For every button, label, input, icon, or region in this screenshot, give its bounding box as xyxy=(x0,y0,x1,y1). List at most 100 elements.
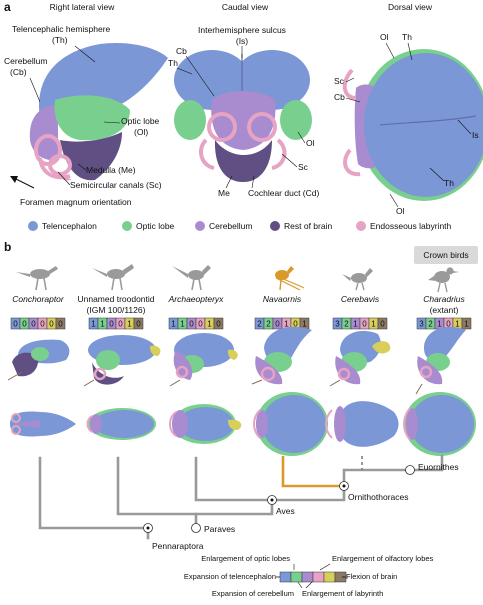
key-cell xyxy=(301,571,314,583)
clade-aves: Aves xyxy=(276,506,295,516)
dor-is: Is xyxy=(472,130,479,140)
legend-swatch-telencephalon xyxy=(28,221,38,231)
code-value: 2 xyxy=(266,320,271,329)
fm-arrow xyxy=(13,177,35,189)
title-caudal: Caudal view xyxy=(222,2,269,12)
code-value: 2 xyxy=(257,320,262,329)
taxon-name-charadrius: Charadrius xyxy=(423,294,465,304)
code-value: 0 xyxy=(118,320,123,329)
code-value: 0 xyxy=(380,320,385,329)
cau-me-label: Me xyxy=(218,188,230,198)
clade-paraves: Paraves xyxy=(204,524,235,534)
code-cell xyxy=(213,317,224,330)
lat-sc-label: Semicircular canals (Sc) xyxy=(70,180,162,190)
code-value: 3 xyxy=(335,320,340,329)
cau-is-label: Interhemisphere sulcus xyxy=(198,25,286,35)
code-value: 0 xyxy=(13,320,18,329)
silhouette-archaeopteryx xyxy=(172,265,211,291)
code-value: 1 xyxy=(171,320,176,329)
code-value: 0 xyxy=(216,320,221,329)
dor-ol-bottom: Ol xyxy=(396,206,405,216)
key-telen: Expansion of telencephalon xyxy=(184,572,276,581)
code-value: 0 xyxy=(40,320,45,329)
row-lateral-conchoraptor xyxy=(7,339,70,381)
legend-label-optic-lobe: Optic lobe xyxy=(136,221,175,231)
code-value: 0 xyxy=(189,320,194,329)
row-lateral-charadrius xyxy=(415,326,466,395)
row-lateral-cerebavis xyxy=(329,330,391,387)
row-lateral-troodontid xyxy=(83,335,161,387)
lat-fm-label: Foramen magnum orientation xyxy=(20,197,132,207)
row-dorsal-navaornis xyxy=(253,392,328,456)
dorsal-brain xyxy=(342,49,483,201)
code-value: 0 xyxy=(362,320,367,329)
clade-ornithothoraces: Ornithothoraces xyxy=(348,492,408,502)
phylogenetic-tree xyxy=(38,454,444,540)
row-dorsal-conchoraptor xyxy=(10,411,76,437)
cau-th-label: Th xyxy=(168,58,178,68)
code-value: 0 xyxy=(109,320,114,329)
legend-swatch-labyrinth xyxy=(356,221,366,231)
key-cerebellum: Expansion of cerebellum xyxy=(212,589,294,598)
lat-cb-label: Cerebellum xyxy=(4,56,47,66)
code-value: 1 xyxy=(464,320,469,329)
lat-me-label: Medulla (Me) xyxy=(86,165,136,175)
taxon-sub-charadrius: (extant) xyxy=(430,305,459,315)
dor-ol-top: Ol xyxy=(380,32,389,42)
lateral-brain xyxy=(29,42,168,181)
lat-th-label: Telencephalic hemisphere xyxy=(12,24,111,34)
cau-ol-label: Ol xyxy=(306,138,315,148)
code-value: 0 xyxy=(446,320,451,329)
code-value: 1 xyxy=(207,320,212,329)
lat-cb-abbr: (Cb) xyxy=(10,67,27,77)
clade-pennaraptora: Pennaraptora xyxy=(152,541,204,551)
caudal-brain xyxy=(174,50,312,182)
silhouette-troodontid xyxy=(92,264,134,291)
code-value: 1 xyxy=(437,320,442,329)
code-value: 1 xyxy=(180,320,185,329)
code-cell xyxy=(377,317,388,330)
code-value: 0 xyxy=(293,320,298,329)
key-cell xyxy=(323,571,336,583)
legend-swatch-rest-of-brain xyxy=(270,221,280,231)
legend-label-rest-of-brain: Rest of brain xyxy=(284,221,332,231)
row-lateral-navaornis xyxy=(251,326,312,385)
code-value: 1 xyxy=(371,320,376,329)
taxon-name-archaeopteryx: Archaeopteryx xyxy=(168,294,225,304)
taxon-name-troodontid: Unnamed troodontid xyxy=(77,294,154,304)
row-lateral-archaeopteryx xyxy=(169,333,238,387)
key-cell xyxy=(290,571,303,583)
lat-ol-abbr: (Ol) xyxy=(134,127,148,137)
legend-swatch-cerebellum xyxy=(195,221,205,231)
row-dorsal-cerebavis xyxy=(325,401,399,447)
code-cell xyxy=(461,317,472,330)
taxon-sub-troodontid: (IGM 100/1126) xyxy=(87,305,146,315)
title-lateral: Right lateral view xyxy=(50,2,116,12)
dor-cb: Cb xyxy=(334,92,345,102)
code-value: 0 xyxy=(198,320,203,329)
silhouette-conchoraptor xyxy=(16,266,58,291)
code-value: 3 xyxy=(419,320,424,329)
code-value: 1 xyxy=(100,320,105,329)
code-cell xyxy=(55,317,66,330)
dor-th-bottom: Th xyxy=(444,178,454,188)
lateral-brains-row xyxy=(7,326,466,395)
crown-birds-label: Crown birds xyxy=(423,250,468,260)
title-dorsal: Dorsal view xyxy=(388,2,433,12)
code-value: 1 xyxy=(455,320,460,329)
code-cell xyxy=(133,317,144,330)
cau-sc-label: Sc xyxy=(298,162,309,172)
legend-label-cerebellum: Cerebellum xyxy=(209,221,252,231)
silhouette-cerebavis xyxy=(342,268,373,291)
dorsal-brains-row xyxy=(10,392,476,456)
node-paraves xyxy=(191,523,201,533)
code-value: 0 xyxy=(58,320,63,329)
lat-ol-label: Optic lobe xyxy=(121,116,160,126)
code-value: 1 xyxy=(353,320,358,329)
character-key: Enlargement of optic lobes Enlargement o… xyxy=(184,554,434,598)
code-value: 0 xyxy=(22,320,27,329)
legend-label-labyrinth: Endosseous labyrinth xyxy=(370,221,452,231)
cau-cb-label: Cb xyxy=(176,46,187,56)
code-value: 1 xyxy=(302,320,307,329)
